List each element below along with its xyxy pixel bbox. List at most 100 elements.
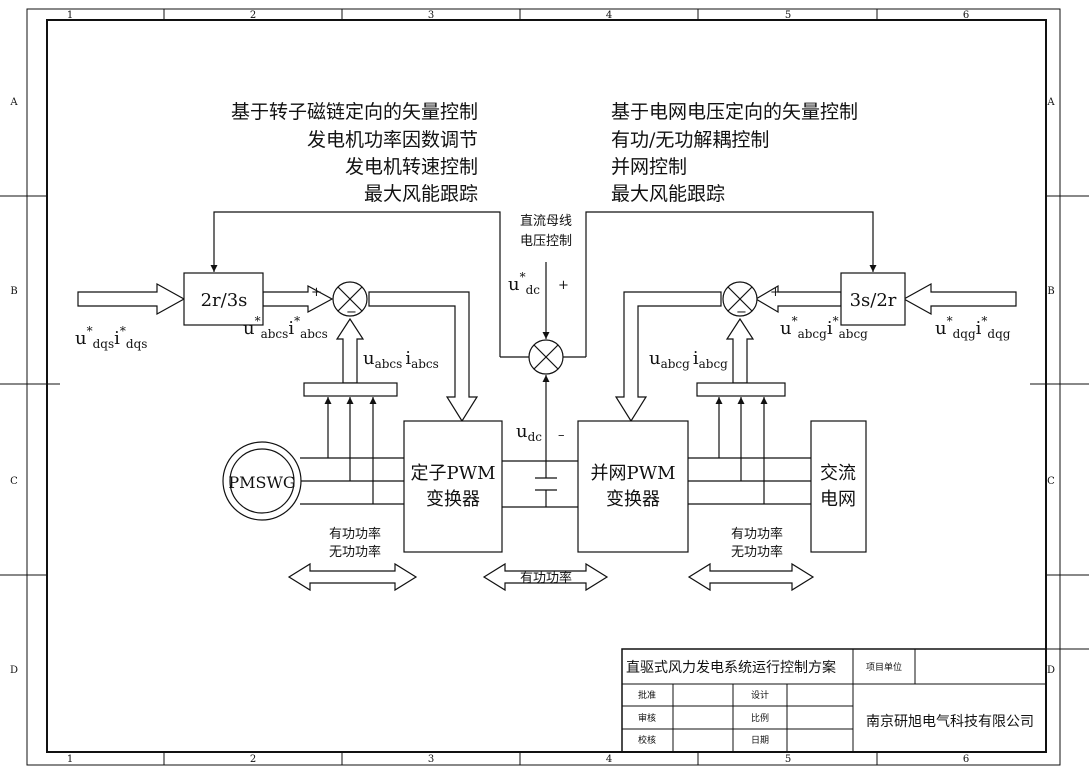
power-arrow-right (687, 562, 815, 592)
sign-minus-dc: – (558, 428, 565, 443)
title-block-check: 校核 (638, 734, 656, 746)
sign-plus-right: + (770, 285, 781, 300)
title-block-title: 直驱式风力发电系统运行控制方案 (626, 659, 836, 676)
signal-udqg-idqg: u*dqgi*dqg (935, 314, 1011, 341)
transform-blocks (183, 272, 906, 326)
signal-udqs-idqs: u*dqsi*dqs (75, 324, 147, 351)
sum-junction-dc (528, 339, 564, 375)
col-label-top-6: 6 (963, 10, 969, 21)
col-label-bottom-3: 3 (428, 754, 434, 765)
row-label-right-d: D (1047, 665, 1055, 676)
title-block (621, 648, 1089, 753)
grid-pwm-converter (577, 420, 689, 553)
left-active-power: 有功功率 (329, 526, 381, 542)
ac-grid-line-1: 交流 (820, 463, 856, 484)
right-active-power: 有功功率 (731, 526, 783, 542)
input-arrow-right (902, 282, 1017, 316)
measurement-bars (303, 382, 786, 397)
sign-minus-left: − (346, 305, 357, 320)
pmsm-generator (222, 441, 302, 521)
row-label-left-b: B (10, 286, 17, 297)
stator-converter-line-1: 定子PWM (410, 463, 495, 484)
block-3s2r (840, 272, 906, 326)
stator-converter-line-2: 变换器 (426, 489, 480, 510)
drawing-frame (0, 8, 1089, 766)
row-label-left-d: D (10, 665, 18, 676)
sign-minus-right: − (736, 305, 747, 320)
ac-grid-line-2: 电网 (820, 489, 856, 510)
title-block-date: 日期 (751, 735, 769, 746)
col-label-top-3: 3 (428, 10, 434, 21)
feedback-arrow-left (335, 317, 365, 384)
col-label-bottom-6: 6 (963, 754, 969, 765)
title-block-approve: 批准 (638, 689, 656, 701)
frame-labels: 1 2 3 4 5 6 1 2 3 4 5 6 A B C D A B C D (9, 10, 1055, 765)
grid-converter-line-1: 并网PWM (590, 463, 675, 484)
signal-udc-ref: u*dc (508, 270, 540, 297)
sum-to-stator-converter (368, 291, 479, 423)
ac-grid-block (810, 420, 867, 553)
sum-junction-right (722, 281, 758, 317)
signal-udc: udc (516, 421, 542, 444)
summing-junctions (332, 281, 758, 375)
row-label-right-b: B (1047, 286, 1054, 297)
sensor-arrows (324, 397, 768, 504)
arrow-sum-to-transform (754, 284, 842, 314)
stator-pwm-converter (403, 420, 503, 553)
right-heading-line-4: 最大风能跟踪 (611, 183, 725, 205)
left-heading-line-3: 发电机转速控制 (345, 156, 478, 178)
generator-label: PMSWG (228, 473, 295, 492)
left-heading-line-1: 基于转子磁链定向的矢量控制 (231, 101, 478, 123)
title-block-company: 南京研旭电气科技有限公司 (866, 714, 1034, 730)
left-heading-line-4: 最大风能跟踪 (364, 183, 478, 205)
converter-blocks (403, 420, 867, 553)
row-label-left-c: C (10, 476, 18, 487)
dc-control-label: 直流母线 电压控制 (520, 214, 572, 249)
power-arrow-left (287, 562, 418, 592)
dc-control-line-2: 电压控制 (520, 234, 572, 249)
right-heading: 基于电网电压定向的矢量控制 有功/无功解耦控制 并网控制 最大风能跟踪 (611, 101, 858, 205)
block-3s2r-label: 3s/2r (850, 290, 897, 311)
middle-active-power: 有功功率 (520, 570, 572, 586)
col-label-bottom-4: 4 (606, 754, 612, 765)
right-heading-line-2: 有功/无功解耦控制 (611, 129, 769, 151)
sign-plus-left: + (311, 285, 322, 300)
block-2r3s (183, 272, 264, 326)
title-block-design: 设计 (751, 689, 769, 701)
power-labels: 有功功率 无功功率 有功功率 有功功率 无功功率 (329, 526, 783, 586)
dc-control-line-1: 直流母线 (520, 214, 572, 229)
col-label-top-2: 2 (250, 10, 256, 21)
block-2r3s-label: 2r/3s (201, 290, 248, 311)
hollow-arrows (77, 282, 1017, 592)
signal-uabcs-iabcs-ref: u*abcsi*abcs (243, 314, 328, 341)
top-feedback-lines (210, 211, 877, 357)
sum-to-grid-converter (614, 291, 722, 423)
arrow-transform-to-sum (262, 284, 334, 314)
left-heading-line-2: 发电机功率因数调节 (307, 129, 478, 151)
title-block-scale: 比例 (751, 712, 769, 724)
right-reactive-power: 无功功率 (731, 544, 783, 560)
right-heading-line-3: 并网控制 (611, 156, 687, 178)
col-label-top-5: 5 (785, 10, 791, 21)
left-reactive-power: 无功功率 (329, 544, 381, 560)
power-arrow-middle (482, 562, 609, 592)
sign-plus-dc: + (558, 278, 569, 293)
row-label-right-a: A (1046, 97, 1055, 108)
grid-converter-line-2: 变换器 (606, 489, 660, 510)
feedback-arrow-right (725, 317, 755, 384)
right-heading-line-1: 基于电网电压定向的矢量控制 (611, 101, 858, 123)
sum-junction-left (332, 281, 368, 317)
row-label-left-a: A (9, 97, 18, 108)
col-label-top-1: 1 (67, 10, 73, 21)
input-arrow-left (77, 282, 186, 316)
row-label-right-c: C (1047, 476, 1055, 487)
title-block-review: 审核 (638, 712, 656, 724)
col-label-bottom-5: 5 (785, 754, 791, 765)
col-label-bottom-2: 2 (250, 754, 256, 765)
col-label-bottom-1: 1 (67, 754, 73, 765)
left-heading: 基于转子磁链定向的矢量控制 发电机功率因数调节 发电机转速控制 最大风能跟踪 (231, 101, 478, 205)
